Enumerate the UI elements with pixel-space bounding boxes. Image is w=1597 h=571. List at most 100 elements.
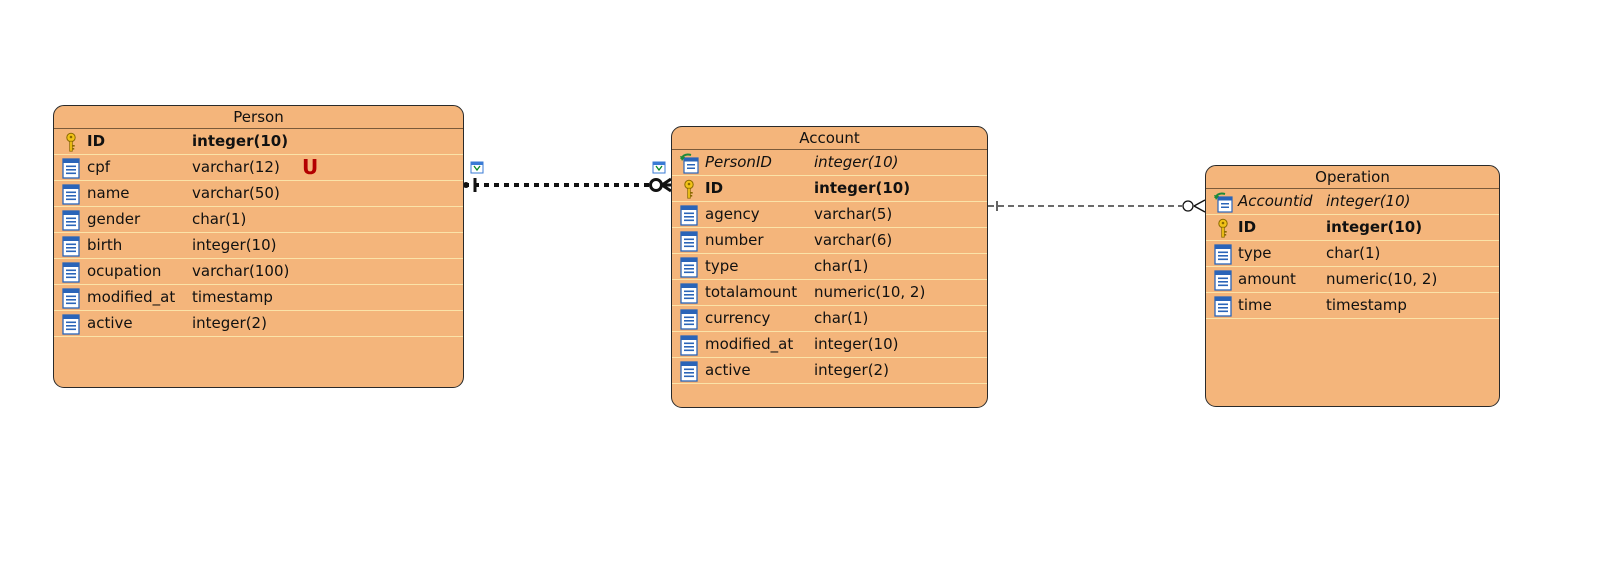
column-icon	[1214, 244, 1232, 265]
entity-account[interactable]: Account PersonID integer(10) ID integer(…	[671, 126, 988, 408]
column-name: number	[705, 231, 764, 249]
column-name: gender	[87, 210, 141, 228]
column-name: active	[705, 361, 751, 379]
foreign-key-icon	[1214, 192, 1233, 213]
column-name: birth	[87, 236, 123, 254]
column-row[interactable]: ID integer(10)	[672, 176, 987, 202]
column-type: integer(10)	[192, 132, 289, 150]
unique-constraint-icon: U	[302, 155, 319, 179]
column-type: integer(10)	[1326, 192, 1411, 210]
column-name: cpf	[87, 158, 111, 176]
column-type: timestamp	[1326, 296, 1407, 314]
column-row[interactable]: number varchar(6)	[672, 228, 987, 254]
entity-person[interactable]: Person ID integer(10) cpf varchar(12) U …	[53, 105, 464, 388]
relationship-account-operation[interactable]	[988, 199, 1206, 213]
column-icon	[62, 184, 80, 205]
column-row[interactable]: amount numeric(10, 2)	[1206, 267, 1499, 293]
column-icon	[62, 158, 80, 179]
primary-key-icon	[1214, 218, 1232, 239]
relationship-marker-person-icon	[470, 161, 484, 174]
column-type: varchar(100)	[192, 262, 290, 280]
column-row[interactable]: PersonID integer(10)	[672, 150, 987, 176]
column-row[interactable]: modified_at integer(10)	[672, 332, 987, 358]
column-icon	[680, 309, 698, 330]
column-name: name	[87, 184, 130, 202]
column-type: char(1)	[192, 210, 247, 228]
column-icon	[680, 231, 698, 252]
column-type: integer(10)	[814, 153, 899, 171]
column-row[interactable]: time timestamp	[1206, 293, 1499, 319]
column-icon	[680, 257, 698, 278]
column-icon	[62, 314, 80, 335]
column-row[interactable]: name varchar(50)	[54, 181, 463, 207]
column-type: numeric(10, 2)	[1326, 270, 1438, 288]
column-type: varchar(6)	[814, 231, 893, 249]
column-type: varchar(5)	[814, 205, 893, 223]
column-row[interactable]: modified_at timestamp	[54, 285, 463, 311]
column-name: PersonID	[705, 153, 772, 171]
column-name: type	[1238, 244, 1272, 262]
column-type: integer(10)	[192, 236, 277, 254]
relationship-marker-account-icon	[652, 161, 666, 174]
column-icon	[680, 283, 698, 304]
foreign-key-icon	[680, 153, 699, 174]
column-row[interactable]: birth integer(10)	[54, 233, 463, 259]
column-type: integer(10)	[1326, 218, 1423, 236]
column-name: ocupation	[87, 262, 162, 280]
column-row[interactable]: ID integer(10)	[1206, 215, 1499, 241]
column-row[interactable]: ocupation varchar(100)	[54, 259, 463, 285]
column-type: char(1)	[814, 309, 869, 327]
column-name: ID	[1238, 218, 1257, 236]
column-name: currency	[705, 309, 771, 327]
column-name: modified_at	[705, 335, 794, 353]
primary-key-icon	[62, 132, 80, 153]
column-type: varchar(50)	[192, 184, 280, 202]
primary-key-icon	[680, 179, 698, 200]
column-row[interactable]: cpf varchar(12) U	[54, 155, 463, 181]
column-type: numeric(10, 2)	[814, 283, 926, 301]
column-icon	[62, 210, 80, 231]
column-row[interactable]: ID integer(10)	[54, 129, 463, 155]
column-icon	[62, 236, 80, 257]
column-type: integer(10)	[814, 179, 911, 197]
column-row[interactable]: active integer(2)	[672, 358, 987, 384]
column-icon	[62, 288, 80, 309]
column-row[interactable]: totalamount numeric(10, 2)	[672, 280, 987, 306]
column-type: char(1)	[1326, 244, 1381, 262]
column-name: time	[1238, 296, 1272, 314]
column-row[interactable]: gender char(1)	[54, 207, 463, 233]
column-type: char(1)	[814, 257, 869, 275]
column-name: modified_at	[87, 288, 176, 306]
column-name: ID	[705, 179, 724, 197]
column-row[interactable]: type char(1)	[672, 254, 987, 280]
column-type: integer(2)	[814, 361, 889, 379]
column-type: integer(2)	[192, 314, 267, 332]
column-icon	[1214, 296, 1232, 317]
column-row[interactable]: Accountid integer(10)	[1206, 189, 1499, 215]
column-icon	[680, 205, 698, 226]
relationship-person-account[interactable]	[463, 177, 672, 193]
column-list: PersonID integer(10) ID integer(10) agen…	[672, 150, 987, 384]
column-type: varchar(12)	[192, 158, 280, 176]
column-row[interactable]: active integer(2)	[54, 311, 463, 337]
column-name: totalamount	[705, 283, 798, 301]
column-name: active	[87, 314, 133, 332]
column-list: Accountid integer(10) ID integer(10) typ…	[1206, 189, 1499, 319]
column-row[interactable]: type char(1)	[1206, 241, 1499, 267]
column-list: ID integer(10) cpf varchar(12) U name va…	[54, 129, 463, 337]
column-name: agency	[705, 205, 760, 223]
column-type: timestamp	[192, 288, 273, 306]
entity-title: Account	[672, 127, 987, 150]
column-icon	[680, 361, 698, 382]
column-name: type	[705, 257, 739, 275]
column-name: amount	[1238, 270, 1296, 288]
column-icon	[1214, 270, 1232, 291]
column-row[interactable]: currency char(1)	[672, 306, 987, 332]
column-icon	[62, 262, 80, 283]
column-type: integer(10)	[814, 335, 899, 353]
column-row[interactable]: agency varchar(5)	[672, 202, 987, 228]
entity-operation[interactable]: Operation Accountid integer(10) ID integ…	[1205, 165, 1500, 407]
column-name: ID	[87, 132, 106, 150]
column-name: Accountid	[1238, 192, 1313, 210]
